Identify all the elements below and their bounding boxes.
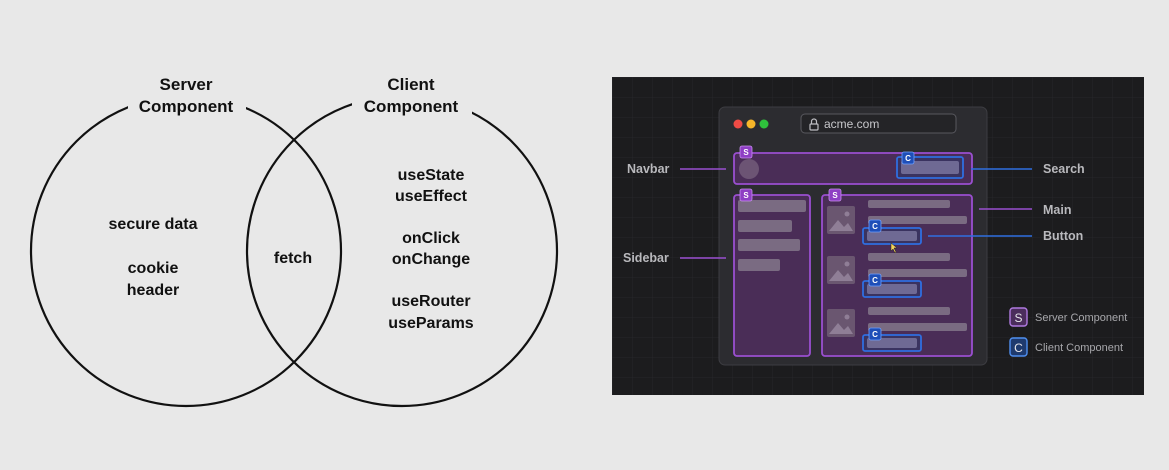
button-label: Button bbox=[1043, 229, 1083, 243]
component-illustration: acme.com bbox=[612, 77, 1144, 395]
client-item: useEffect bbox=[395, 188, 468, 205]
server-title-bg bbox=[128, 70, 246, 116]
client-badge: C bbox=[868, 273, 882, 287]
navbar-label: Navbar bbox=[627, 162, 670, 176]
text-line bbox=[868, 216, 967, 224]
minimize-dot-icon bbox=[746, 119, 756, 129]
search-label: Search bbox=[1043, 162, 1085, 176]
server-badge: S bbox=[739, 188, 753, 202]
sidebar-item[interactable] bbox=[738, 259, 780, 271]
image-placeholder-icon bbox=[827, 309, 855, 337]
svg-text:S: S bbox=[743, 148, 749, 157]
svg-text:S: S bbox=[1014, 311, 1022, 325]
client-item: onChange bbox=[392, 251, 470, 268]
image-placeholder-icon bbox=[827, 256, 855, 284]
venn-diagram: Server Component Client Component secure… bbox=[29, 70, 559, 408]
legend-client-label: Client Component bbox=[1035, 342, 1123, 354]
cursor-icon bbox=[890, 242, 898, 254]
server-title-line2: Component bbox=[139, 97, 234, 116]
client-item: useParams bbox=[388, 315, 473, 332]
sidebar-item[interactable] bbox=[738, 220, 792, 232]
text-line bbox=[868, 323, 967, 331]
svg-text:S: S bbox=[743, 191, 749, 200]
svg-text:C: C bbox=[872, 330, 878, 339]
sidebar-label: Sidebar bbox=[623, 251, 669, 265]
client-title-line2: Component bbox=[364, 97, 459, 116]
search-input[interactable] bbox=[901, 161, 959, 174]
sidebar-item[interactable] bbox=[738, 239, 800, 251]
text-line bbox=[868, 307, 950, 315]
legend-server-label: Server Component bbox=[1035, 312, 1127, 324]
svg-text:C: C bbox=[1014, 341, 1023, 355]
client-item: useRouter bbox=[391, 293, 470, 310]
sidebar-item[interactable] bbox=[738, 200, 806, 212]
lock-icon bbox=[809, 118, 819, 131]
card-button[interactable] bbox=[867, 338, 917, 348]
client-item: useState bbox=[398, 167, 465, 184]
text-line bbox=[868, 269, 967, 277]
server-badge: S bbox=[828, 188, 842, 202]
server-badge: S bbox=[739, 145, 753, 159]
client-badge: C bbox=[868, 327, 882, 341]
shared-item: fetch bbox=[274, 250, 312, 267]
svg-text:S: S bbox=[832, 191, 838, 200]
text-line bbox=[868, 200, 950, 208]
card-button[interactable] bbox=[867, 284, 917, 294]
text-line bbox=[868, 253, 950, 261]
client-badge: C bbox=[901, 151, 915, 165]
server-item: header bbox=[127, 282, 179, 299]
component-illustration-panel: acme.com bbox=[612, 77, 1144, 395]
legend-server: S Server Component bbox=[1009, 307, 1127, 327]
sidebar-region bbox=[733, 194, 811, 357]
card-button[interactable] bbox=[867, 231, 917, 241]
main-label: Main bbox=[1043, 203, 1071, 217]
client-title-bg bbox=[352, 70, 472, 116]
image-placeholder-icon bbox=[827, 206, 855, 234]
url-text: acme.com bbox=[824, 117, 879, 131]
address-bar[interactable] bbox=[800, 113, 957, 134]
client-item: onClick bbox=[402, 230, 460, 247]
server-title-line1: Server bbox=[160, 75, 213, 94]
client-badge: C bbox=[868, 219, 882, 233]
avatar bbox=[739, 159, 759, 179]
maximize-dot-icon bbox=[759, 119, 769, 129]
close-dot-icon bbox=[733, 119, 743, 129]
svg-text:C: C bbox=[905, 154, 911, 163]
svg-text:C: C bbox=[872, 222, 878, 231]
legend-client: C Client Component bbox=[1009, 337, 1123, 357]
svg-text:C: C bbox=[872, 276, 878, 285]
server-item: secure data bbox=[109, 216, 198, 233]
server-item: cookie bbox=[128, 260, 179, 277]
client-title-line1: Client bbox=[387, 75, 435, 94]
